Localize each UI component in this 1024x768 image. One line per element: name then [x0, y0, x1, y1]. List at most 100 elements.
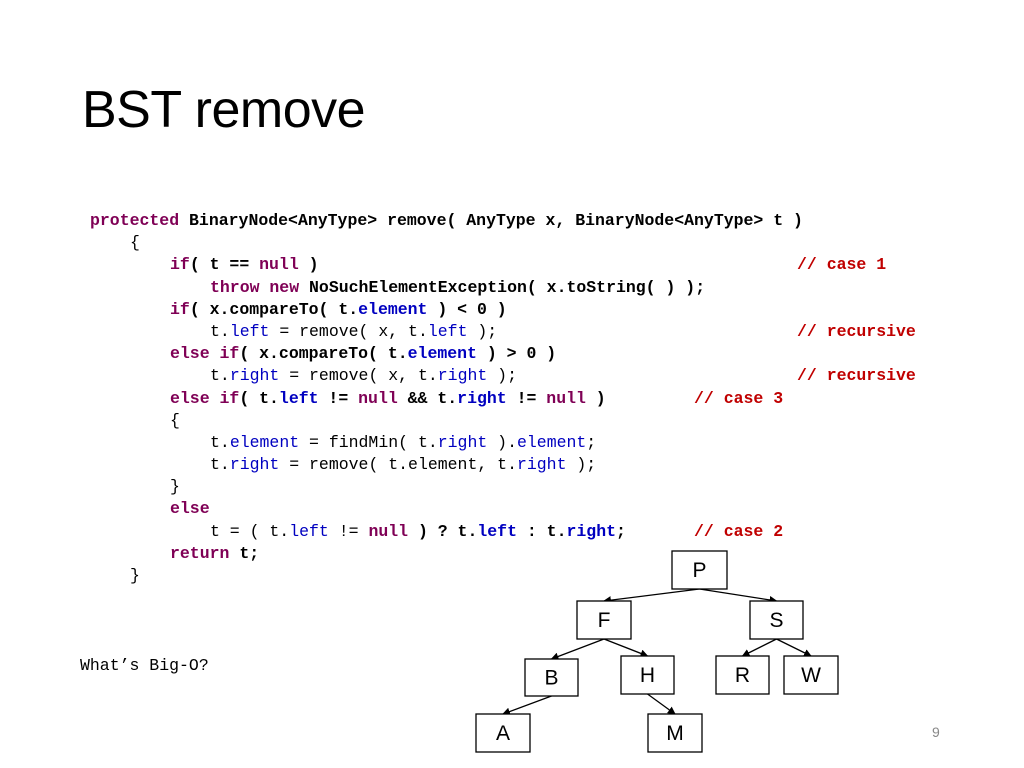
code-token: null [546, 388, 586, 408]
tree-node-label: A [496, 722, 510, 745]
code-token: ) [298, 255, 319, 275]
tree-edge-P-S [699, 588, 778, 604]
tree-node-W: W [783, 655, 839, 695]
code-token: throw new [210, 277, 310, 297]
code-line: else if( x.compareTo( t.element ) > 0 ) [90, 343, 803, 365]
code-token: right [229, 455, 280, 475]
code-token: if [170, 255, 190, 275]
code-token: != [328, 521, 369, 541]
code-token: } [170, 477, 180, 497]
code-line: t.element = findMin( t.right ).element; [90, 432, 803, 454]
code-token: t. [210, 455, 230, 475]
tree-node-box [783, 655, 839, 695]
tree-node-label: B [544, 667, 558, 690]
tree-node-label: P [692, 559, 706, 582]
page-number: 9 [932, 724, 940, 740]
tree-node-label: S [769, 609, 783, 632]
tree-node-box [576, 600, 632, 640]
code-token: right [516, 455, 567, 475]
tree-node-M: M [647, 713, 703, 753]
code-token: && t. [397, 388, 458, 408]
tree-node-S: S [749, 600, 804, 640]
tree-node-label: R [735, 664, 750, 687]
code-token: ; [616, 521, 626, 541]
code-token: ); [467, 321, 498, 341]
tree-node-box [647, 713, 703, 753]
code-comment: // recursive [797, 366, 916, 386]
tree-node-box [671, 550, 728, 590]
code-token: : t. [516, 521, 567, 541]
code-token: t. [210, 432, 230, 452]
code-token: null [358, 388, 398, 408]
code-token: ; [586, 432, 597, 452]
code-token: = remove( t.element, t. [279, 455, 517, 475]
tree-node-box [524, 658, 579, 697]
tree-node-box [715, 655, 770, 695]
tree-node-label: F [598, 609, 611, 632]
code-line: if( t == null )// case 1 [90, 254, 886, 276]
tree-node-box [475, 713, 531, 753]
code-token: NoSuchElementException( x.toString( ) ); [309, 277, 706, 297]
code-token: else [170, 499, 210, 519]
code-token: ). [487, 432, 517, 452]
tree-edge-F-H [603, 638, 649, 658]
code-line: throw new NoSuchElementException( x.toSt… [90, 277, 803, 299]
code-token: left [477, 521, 517, 541]
question-text: What’s Big-O? [80, 656, 209, 675]
tree-node-R: R [715, 655, 770, 695]
code-token: { [130, 233, 140, 253]
code-token: left [229, 321, 270, 341]
code-token: right [566, 521, 616, 541]
code-token: else if [170, 344, 240, 364]
tree-node-F: F [576, 600, 632, 640]
code-token: ( x.compareTo( t. [239, 344, 408, 364]
code-comment: // recursive [797, 321, 916, 341]
code-comment: // case 1 [797, 255, 887, 275]
code-token: right [437, 366, 488, 386]
code-token: { [170, 410, 180, 430]
code-token: left [278, 388, 319, 408]
code-token: ); [487, 366, 517, 386]
code-token: ( t == [189, 255, 260, 275]
code-token: left [289, 521, 329, 541]
code-line: t.right = remove( t.element, t.right ); [90, 454, 803, 476]
code-token: ); [566, 455, 597, 475]
code-token: ( t. [239, 388, 279, 408]
code-token: right [457, 388, 507, 408]
code-token: t. [210, 366, 230, 386]
tree-edge-S-R [741, 638, 777, 657]
tree-edge-S-W [776, 638, 812, 657]
code-token: != [506, 388, 547, 408]
code-token: t. [210, 321, 230, 341]
tree-edge-H-M [647, 693, 676, 715]
code-token: = remove( x, t. [269, 321, 428, 341]
code-line: } [90, 476, 803, 498]
code-comment: // case 3 [694, 388, 784, 408]
tree-node-label: H [640, 664, 655, 687]
code-token: != [318, 388, 359, 408]
tree-edge-B-A [502, 695, 552, 716]
code-token: BinaryNode<AnyType> remove( AnyType x, B… [189, 211, 803, 230]
code-token: element [407, 344, 477, 364]
code-comment: // case 2 [694, 521, 784, 541]
code-token: if [170, 299, 190, 319]
tree-node-box [749, 600, 804, 640]
tree-node-A: A [475, 713, 531, 753]
tree-node-label: M [666, 722, 684, 745]
code-token: ( x.compareTo( t. [189, 299, 359, 319]
code-token: } [130, 566, 140, 585]
code-line: else if( t.left != null && t.right != nu… [90, 388, 803, 410]
code-line: protected BinaryNode<AnyType> remove( An… [90, 210, 803, 232]
code-token: right [229, 366, 280, 386]
code-token: element [229, 432, 300, 452]
code-line: t = ( t.left != null ) ? t.left : t.righ… [90, 521, 803, 543]
code-token: protected [90, 211, 190, 230]
code-line: t.right = remove( x, t.right );// recurs… [90, 365, 916, 387]
code-line: } [90, 565, 803, 587]
code-line: t.left = remove( x, t.left );// recursiv… [90, 321, 916, 343]
code-line: else [90, 498, 803, 520]
code-token: left [427, 321, 468, 341]
tree-edge-F-B [550, 638, 605, 661]
